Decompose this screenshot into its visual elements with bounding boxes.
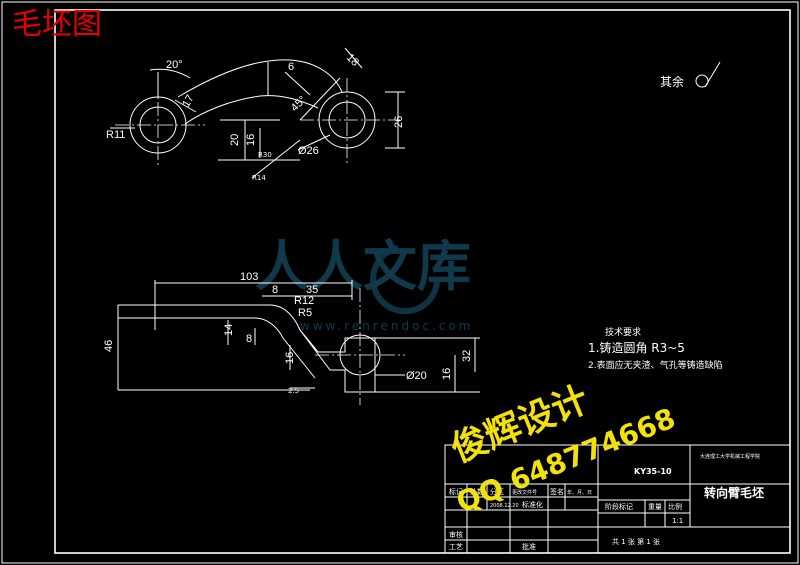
surface-note-text: 其余 [660,74,684,89]
dim-phi26: Ø26 [298,145,319,157]
dim-r5: R5 [298,307,312,319]
dim-r12: R12 [294,295,314,307]
dim-45: 45° [289,94,309,114]
r14-leader [251,139,301,179]
col-mark: 标记 [449,487,463,496]
tech-heading: 技术要求 [605,326,641,338]
watermark-brand: 人人文库 [255,235,471,298]
col-count: 处数 [470,487,484,496]
roughness-symbol-icon [695,74,709,88]
dim-phi20: Ø20 [406,370,427,382]
surface-note: 其余 [660,61,721,89]
scale-value: 1:1 [672,517,683,525]
sheet-title: 毛坯图 [12,7,102,42]
dim-32: 32 [461,350,473,362]
col-sign: 签名 [550,487,564,496]
right-boss-outer [318,91,376,149]
watermark-url: www.renrendoc.com [300,319,473,333]
dim6-line [284,71,311,96]
dim-2-5: 2.5 [288,387,299,395]
angle-arc [149,68,191,79]
dim-16a: 16 [284,352,296,364]
standard-label: 标准化 [522,500,543,509]
dim-17: 17 [180,93,197,110]
dim-16: 16 [245,134,257,146]
dim-14: 14 [223,324,235,336]
arm-upper-edge [177,59,343,98]
watermark: 人人文库 www.renrendoc.com [255,235,473,333]
part-name: 转向臂毛坯 [704,485,764,500]
front-arm-lower [155,317,316,379]
dim-26v: 26 [393,116,405,128]
dim-35: 35 [306,284,318,296]
dim-16b: 16 [441,368,453,380]
school-name: 大连理工大学机械工程学院 [700,453,760,460]
dim-r30: R30 [258,151,272,159]
title-block-frame [444,444,791,554]
title-block: KY35-10 大连理工大学机械工程学院 转向臂毛坯 标记 处数 分区 更改文件… [444,444,791,554]
sheet-count: 共 1 张 第 1 张 [612,537,660,546]
front-bore-circle [339,334,381,376]
col-docno: 更改文件号 [512,489,537,496]
col-zone: 分区 [490,487,504,496]
dim-46: 46 [103,340,115,352]
right-boss-inner [328,101,366,139]
dim-103: 103 [240,271,258,283]
arm-lower-edge [184,95,319,125]
dim-18: 18 [344,52,361,69]
weight-label: 重量 [648,503,662,511]
dim-r11: R11 [106,129,125,141]
dim-r14: R14 [252,174,266,182]
left-boss-inner [139,106,177,144]
dim-angle: 20° [166,59,183,71]
dim-8a: 8 [272,284,278,296]
approve-label: 批准 [522,542,536,551]
date-value: 2008.12.20 [490,503,519,509]
dim17-line [174,99,197,113]
phi26-leader [297,134,331,151]
col-date: 年、月、日 [567,489,592,496]
process-label: 工艺 [449,543,463,551]
top-view: 20° 17 6 18 45° 26 R11 20 16 R30 R14 Ø26 [106,47,405,182]
dim45-line [299,77,341,121]
tech-line-1: 1.铸造圆角 R3~5 [588,340,685,355]
review-label: 审核 [449,530,463,539]
scale-label: 比例 [668,502,682,511]
dim-20: 20 [229,134,241,146]
inner-frame [54,9,791,554]
dim18-line [344,47,363,69]
dim-8b: 8 [246,333,252,345]
tech-requirements: 技术要求 1.铸造圆角 R3~5 2.表面应无夹渣、气孔等铸造缺陷 [588,326,723,371]
drawing-number: KY35-10 [634,467,672,476]
front-view: 103 8 35 R12 R5 14 8 46 16 32 16 2.5 Ø20 [103,271,480,405]
tech-line-2: 2.表面应无夹渣、气孔等铸造缺陷 [588,359,723,371]
roughness-symbol-tail [704,61,721,88]
stage-mark: 阶段标记 [605,502,633,511]
dim-6: 6 [288,61,294,73]
